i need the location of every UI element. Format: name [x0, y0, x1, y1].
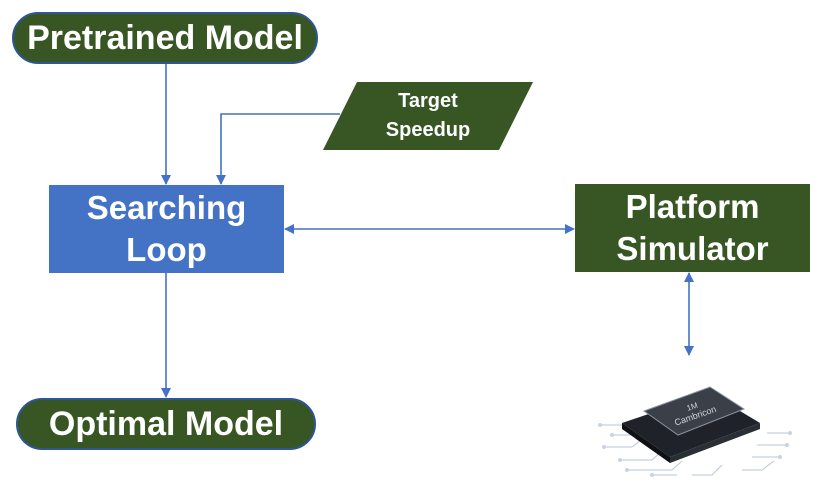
searching-loop-label-line2: Loop	[126, 231, 207, 268]
circuit-traces	[600, 424, 790, 476]
pretrained-model-label: Pretrained Model	[27, 18, 303, 57]
target-speedup-parallelogram	[323, 82, 533, 150]
target-speedup-node: Target Speedup	[358, 82, 498, 150]
target-speedup-label-line1: Target	[398, 90, 458, 112]
platform-simulator-node: Platform Simulator	[575, 184, 810, 272]
target-speedup-label-line2: Speedup	[385, 119, 471, 141]
chip-label-line1: 1M	[685, 401, 699, 413]
circuit-nodes	[598, 423, 792, 477]
searching-loop-node: Searching Loop	[49, 185, 284, 273]
cambricon-chip-image: 1M Cambricon	[598, 386, 792, 477]
pretrained-model-node: Pretrained Model	[12, 12, 318, 64]
searching-loop-label-line1: Searching	[86, 189, 247, 226]
platform-simulator-label-line1: Platform	[625, 188, 760, 225]
optimal-model-label: Optimal Model	[48, 404, 284, 443]
chip-base-side-right	[670, 423, 760, 463]
chip-base-side	[622, 423, 670, 463]
optimal-model-node: Optimal Model	[16, 398, 316, 450]
platform-simulator-label-line2: Simulator	[616, 230, 769, 267]
chip-die	[642, 386, 746, 436]
